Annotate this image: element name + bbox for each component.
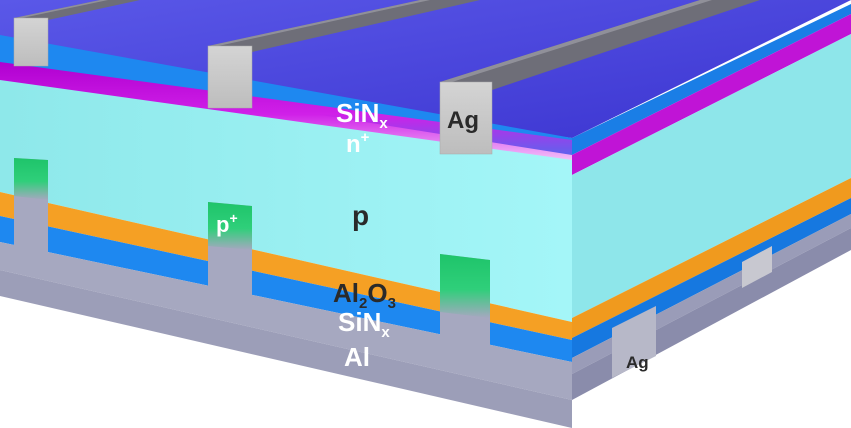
label-p-plus-main: p [216, 212, 229, 237]
label-p-plus: p+ [216, 210, 238, 237]
ag-finger-2-edge [208, 0, 430, 46]
front-al [0, 242, 572, 400]
label-bottom-sinx-main: SiN [338, 307, 381, 337]
label-ag-rear: Ag [626, 353, 649, 372]
rear-contact-1-pplus [14, 158, 48, 200]
ag-fingers [13, 17, 493, 155]
ag-finger-3-edge [440, 0, 712, 82]
label-al: Al [344, 342, 370, 372]
label-al2o3-sub2: 3 [388, 295, 396, 312]
right-side-face [572, 4, 851, 400]
ag-finger-1-top [14, 0, 140, 20]
label-n-plus-main: n [346, 131, 361, 158]
labels: SiNx n+ Ag p p+ Al2O3 SiNx Al Ag [216, 98, 649, 372]
label-al2o3-o: O [367, 278, 387, 308]
front-al-foot [0, 270, 572, 428]
top-surface [0, 0, 851, 138]
front-face [0, 35, 572, 428]
front-bottom-sinx [0, 216, 572, 362]
side-p-bulk [572, 34, 851, 318]
side-top-sinx [572, 4, 851, 155]
label-al2o3: Al2O3 [333, 278, 396, 312]
rear-contact-3-pplus [440, 254, 490, 318]
side-ag-contact-2 [612, 306, 656, 378]
side-al2o3 [572, 178, 851, 338]
rear-contact-2-pplus [208, 202, 252, 250]
ag-finger-1-edge [14, 0, 108, 18]
label-bottom-sinx: SiNx [338, 307, 390, 341]
ag-finger-3-top [440, 0, 760, 90]
label-al2o3-al: Al [333, 278, 359, 308]
front-al2o3 [0, 192, 572, 340]
ag-finger-3 [439, 81, 493, 155]
ag-finger-2-top [208, 0, 480, 52]
side-n-plus [572, 14, 851, 175]
ag-finger-1 [13, 17, 49, 67]
side-ag-contact-1 [742, 246, 772, 288]
label-p-plus-sup: + [229, 210, 237, 226]
label-n-plus-sup: + [361, 129, 370, 146]
label-al2o3-sub1: 2 [359, 295, 367, 312]
label-bottom-sinx-sub: x [381, 324, 390, 341]
front-p-bulk [0, 80, 572, 322]
ag-finger-2 [207, 45, 253, 109]
label-top-sinx-sub: x [379, 115, 388, 132]
label-top-sinx-main: SiN [336, 98, 379, 128]
label-n-plus: n+ [346, 129, 370, 158]
label-top-sinx: SiNx [336, 98, 388, 132]
label-ag-front: Ag [447, 107, 479, 134]
label-p: p [352, 200, 369, 231]
